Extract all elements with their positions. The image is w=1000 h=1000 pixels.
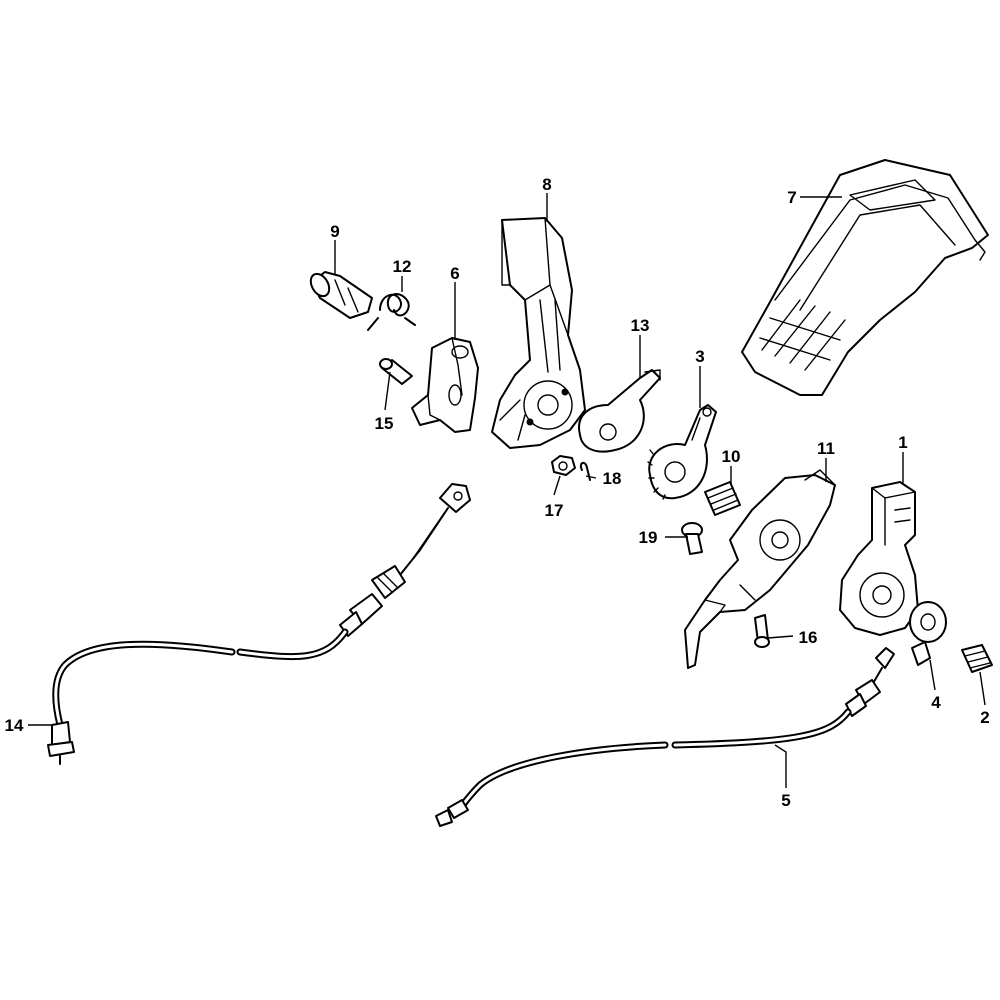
part-bracket-6[interactable] [411, 337, 479, 433]
callout-4: 4 [931, 693, 941, 712]
callout-18: 18 [603, 469, 622, 488]
part-spring-2[interactable] [961, 644, 993, 673]
callout-13: 13 [631, 316, 650, 335]
leader-lines [28, 193, 986, 788]
part-spring-12[interactable] [367, 293, 416, 331]
callout-labels: 8 7 9 12 6 15 13 3 10 11 1 18 17 19 16 4… [5, 175, 990, 810]
part-nut-17[interactable] [551, 455, 576, 476]
part-bolt-15[interactable] [379, 358, 413, 385]
part-bolt-19[interactable] [681, 522, 703, 555]
callout-19: 19 [639, 528, 658, 547]
callout-8: 8 [542, 175, 551, 194]
callout-14: 14 [5, 716, 24, 735]
part-pulley-4[interactable] [909, 601, 947, 666]
callout-15: 15 [375, 414, 394, 433]
callout-10: 10 [722, 447, 741, 466]
part-cable-5[interactable] [435, 647, 895, 827]
callout-7: 7 [787, 188, 796, 207]
part-bolt-16[interactable] [754, 614, 770, 648]
callout-2: 2 [980, 708, 989, 727]
callout-6: 6 [450, 264, 459, 283]
part-cable-14[interactable] [47, 483, 471, 765]
callout-1: 1 [898, 433, 907, 452]
callout-5: 5 [781, 791, 790, 810]
callout-17: 17 [545, 501, 564, 520]
part-clip-18[interactable] [579, 462, 591, 481]
callout-9: 9 [330, 222, 339, 241]
part-lever-1[interactable] [839, 481, 919, 636]
callout-16: 16 [799, 628, 818, 647]
part-pivot-bolt[interactable] [307, 271, 373, 319]
part-spring-10[interactable] [704, 481, 741, 516]
part-plate-13[interactable] [578, 369, 661, 453]
part-cover[interactable] [741, 159, 989, 396]
part-ratchet-3[interactable] [647, 404, 717, 500]
callout-3: 3 [695, 347, 704, 366]
callout-11: 11 [817, 439, 835, 458]
part-main-lever[interactable] [491, 217, 586, 449]
part-housing-11[interactable] [684, 469, 836, 669]
callout-12: 12 [393, 257, 412, 276]
